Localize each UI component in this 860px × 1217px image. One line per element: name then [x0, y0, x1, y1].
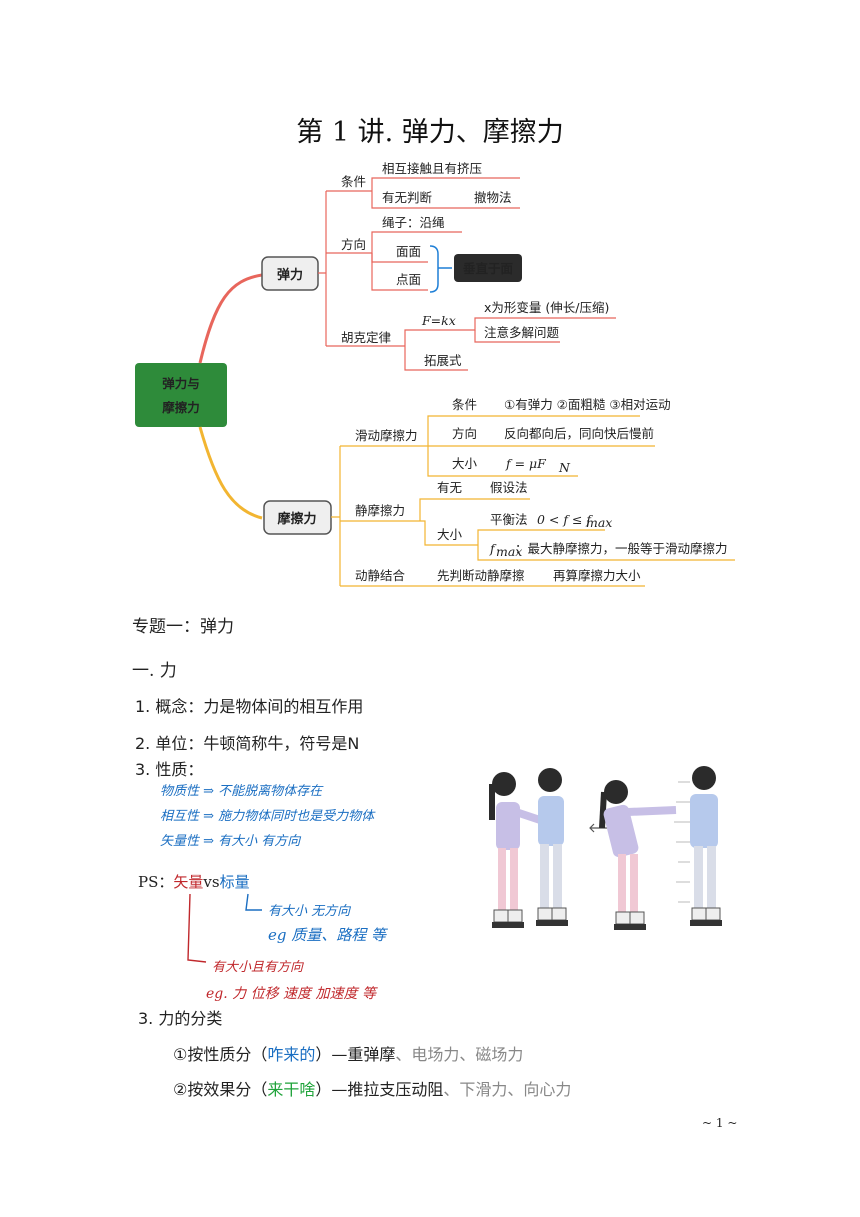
girl-left [489, 772, 542, 928]
property-material: 物质性 ⇒ 不能脱离物体存在 [160, 784, 323, 799]
friction-branches [331, 415, 735, 587]
elastic-branches [318, 177, 616, 371]
scalar-note-2: eg 质量、路程 等 [268, 926, 387, 944]
unit-line: 2. 单位：牛顿简称牛，符号是N [135, 734, 360, 753]
mindmap-root-node [135, 363, 227, 427]
static-label: 静摩擦力 [355, 503, 405, 518]
ps-line: PS：矢量vs标量 [138, 871, 250, 892]
by-nature-gray: 、电场力、磁场力 [395, 1045, 524, 1064]
boy-left [536, 768, 568, 926]
skaters-illustration [489, 766, 722, 930]
hooke-extend: 拓展式 [424, 353, 462, 368]
elastic-condition-item-1: 相互接触且有挤压 [382, 161, 482, 176]
page-title: 第 1 讲. 弹力、摩擦力 [296, 117, 564, 148]
elastic-condition-label: 条件 [341, 174, 366, 189]
elastic-direction-label: 方向 [341, 237, 366, 252]
static-balance-subscript: max [586, 515, 612, 530]
hooke-item-1: x为形变量 (伸长/压缩) [484, 300, 609, 315]
mindmap-root-label-2: 摩擦力 [162, 400, 200, 415]
sliding-condition-value: ①有弹力 ②面粗糙 ③相对运动 [504, 397, 671, 412]
direction-bracket [429, 245, 452, 293]
static-magnitude-label: 大小 [437, 527, 463, 542]
perpendicular-callout-label: 垂直于面 [463, 261, 514, 276]
friction-node-label: 摩擦力 [277, 511, 316, 527]
elastic-node-label: 弹力 [277, 267, 303, 283]
perpendicular-callout [454, 254, 522, 282]
connector-friction [198, 426, 263, 520]
sliding-magnitude-formula: f = μF [505, 456, 547, 471]
topic-heading: 专题一：弹力 [132, 617, 234, 637]
elastic-condition-item-3: 撤物法 [474, 190, 512, 205]
ps-scalar: 标量 [219, 873, 250, 891]
properties-line: 3. 性质： [135, 760, 204, 779]
girl-right [599, 780, 677, 930]
sliding-direction-label: 方向 [452, 426, 477, 441]
static-existence-label: 有无 [437, 480, 462, 495]
mindmap-diagram: 弹力与 摩擦力 弹力 条件 相互接触且有挤压 有无判断 撤物法 方向 绳子：沿绳… [135, 161, 735, 587]
mindmap-root-label-1: 弹力与 [162, 376, 200, 391]
static-existence-value: 假设法 [490, 480, 528, 495]
ps-label: PS： [138, 873, 174, 891]
scalar-note-1: 有大小 无方向 [268, 904, 351, 919]
sliding-condition-label: 条件 [452, 397, 477, 412]
elastic-condition-item-2: 有无判断 [382, 190, 432, 205]
hooke-label: 胡克定律 [341, 330, 391, 345]
section-heading: 一. 力 [132, 661, 177, 681]
static-fmax-note: ：最大静摩擦力，一般等于滑动摩擦力 [515, 541, 728, 556]
by-nature-suffix: ）—重弹摩 [315, 1045, 396, 1064]
property-vector: 矢量性 ⇒ 有大小 有方向 [160, 834, 301, 849]
vector-note-1: 有大小且有方向 [212, 960, 304, 975]
boy-right [674, 766, 722, 926]
classification-by-nature: ①按性质分（咋来的）—重弹摩、电场力、磁场力 [173, 1041, 523, 1065]
hooke-item-2: 注意多解问题 [484, 325, 560, 340]
ps-vector: 矢量 [173, 873, 204, 891]
static-balance-label: 平衡法 [490, 512, 528, 527]
concept-line: 1. 概念：力是物体间的相互作用 [135, 697, 364, 716]
vector-note-2: eg. 力 位移 速度 加速度 等 [206, 986, 376, 1002]
property-mutual: 相互性 ⇒ 施力物体同时也是受力物体 [160, 809, 375, 824]
sliding-label: 滑动摩擦力 [355, 428, 418, 443]
classification-by-effect: ②按效果分（来干啥）—推拉支压动阻、下滑力、向心力 [173, 1076, 571, 1100]
elastic-direction-item-3: 点面 [396, 272, 421, 287]
static-fmax-subscript: max [496, 544, 522, 559]
sliding-magnitude-subscript: N [558, 460, 571, 475]
kinetic-static-step-1: 先判断动静摩擦 [437, 568, 525, 583]
static-balance-formula: 0 < f ≤ f [537, 512, 593, 527]
kinetic-static-label: 动静结合 [355, 568, 406, 583]
connector-elastic [198, 273, 263, 364]
by-nature-prefix: ①按性质分（ [173, 1045, 268, 1064]
ps-arrows [187, 893, 262, 963]
by-nature-highlight: 咋来的 [267, 1045, 316, 1064]
static-fmax: f [489, 541, 497, 556]
by-effect-highlight: 来干啥 [267, 1080, 316, 1099]
ps-vs: vs [203, 873, 220, 891]
sliding-magnitude-label: 大小 [452, 456, 478, 471]
hooke-formula: F=kx [421, 313, 456, 328]
elastic-direction-item-2: 面面 [396, 244, 421, 259]
sliding-direction-value: 反向都向后，同向快后慢前 [504, 426, 654, 441]
kinetic-static-step-2: 再算摩擦力大小 [553, 568, 641, 583]
elastic-direction-item-1: 绳子：沿绳 [382, 215, 445, 230]
by-effect-gray: 、下滑力、向心力 [443, 1080, 572, 1099]
by-effect-prefix: ②按效果分（ [173, 1080, 268, 1099]
by-effect-suffix: ）—推拉支压动阻 [315, 1080, 444, 1099]
classification-title: 3. 力的分类 [138, 1009, 223, 1028]
page-number: ~ 1 ~ [702, 1116, 738, 1130]
